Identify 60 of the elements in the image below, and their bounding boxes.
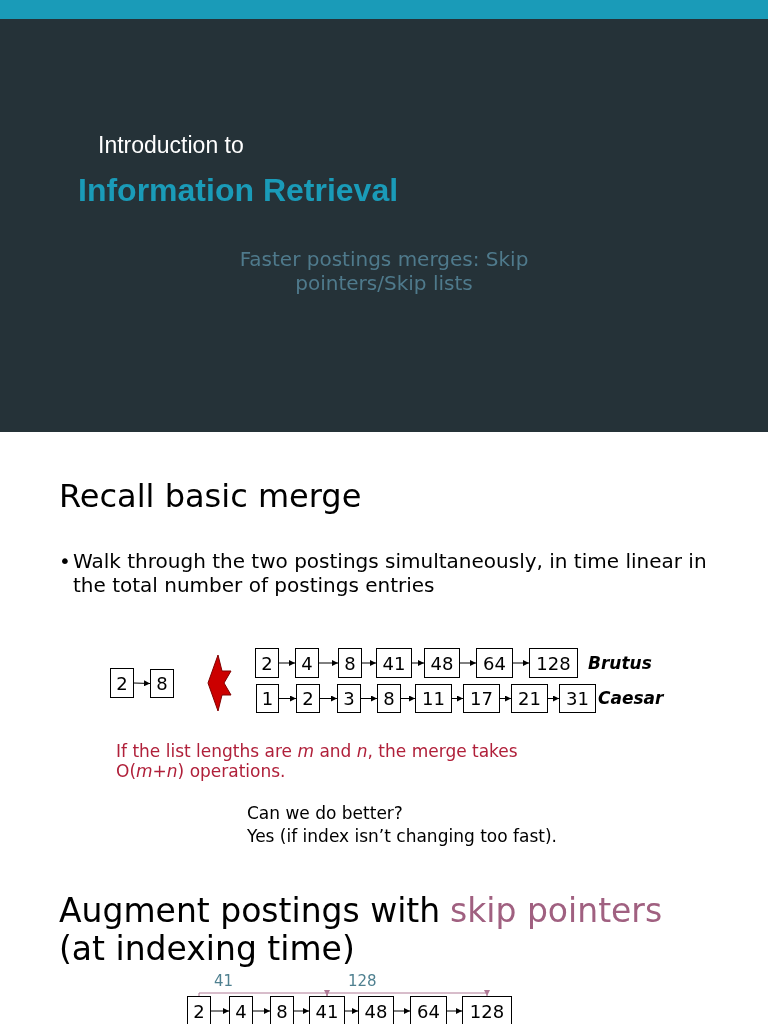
arrow — [512, 660, 530, 666]
posting-box: 4 — [295, 648, 319, 678]
subtitle-text: Introduction to — [98, 132, 245, 159]
heading-text: (at indexing time) — [59, 929, 356, 968]
list-label: Caesar — [598, 688, 665, 708]
arrow — [499, 695, 512, 702]
posting-box: 2 — [296, 684, 320, 713]
arrow — [293, 1008, 310, 1014]
bullet-text: Walk through the two postings simultaneously, in time linear in the total number of postings entries — [73, 549, 708, 597]
arrow — [360, 695, 378, 702]
arrow — [451, 695, 464, 702]
posting-box: 2 — [187, 996, 211, 1024]
arrow — [393, 1008, 411, 1014]
posting-box: 41 — [309, 996, 345, 1024]
heading-text: skip pointers — [450, 891, 663, 930]
heading-text: Recall basic merge — [59, 477, 363, 515]
heading-text: Augment postings with — [59, 891, 441, 930]
list-label: Brutus — [588, 653, 653, 673]
posting-box: 21 — [511, 684, 548, 713]
posting-box: 48 — [424, 648, 460, 678]
skip-pointer — [326, 990, 490, 997]
title-text: Information Retrieval — [78, 172, 400, 209]
posting-box: 41 — [376, 648, 412, 678]
posting-box: 8 — [377, 684, 401, 713]
question-text: Can we do better? — [247, 803, 404, 823]
posting-box: 2 — [110, 668, 134, 698]
posting-box: 48 — [358, 996, 394, 1024]
note-text: If the list lengths are m and n, the merge takes O(m+n) operations. — [116, 741, 519, 781]
posting-box: 64 — [410, 996, 447, 1024]
posting-box: 8 — [338, 648, 362, 678]
skip-pointer — [198, 990, 330, 997]
posting-box: 1 — [256, 684, 279, 713]
arrow — [252, 1008, 271, 1014]
posting-box: 11 — [415, 684, 452, 713]
answer-text: Yes (if index isn’t changing too fast). — [247, 826, 558, 846]
arrow — [210, 1008, 230, 1014]
posting-box: 31 — [559, 684, 596, 713]
arrow — [344, 1008, 359, 1014]
arrow — [459, 660, 477, 666]
bullet-icon: • — [59, 549, 71, 573]
posting-box: 2 — [255, 648, 279, 678]
posting-box: 4 — [229, 996, 253, 1024]
arrow — [318, 660, 339, 666]
posting-box: 17 — [463, 684, 500, 713]
posting-box: 128 — [462, 996, 512, 1024]
arrow — [278, 660, 296, 666]
arrow — [319, 695, 338, 702]
arrow — [547, 695, 560, 702]
posting-box: 8 — [270, 996, 294, 1024]
posting-box: 3 — [337, 684, 361, 713]
posting-box: 64 — [476, 648, 513, 678]
posting-box: 8 — [150, 669, 174, 698]
posting-box: 128 — [529, 648, 578, 678]
arrow — [133, 680, 151, 687]
arrow — [400, 695, 416, 702]
arrow — [446, 1008, 463, 1014]
arrow — [361, 660, 377, 666]
subtitle-text: Faster postings merges: Skip pointers/Skip lists — [238, 247, 530, 295]
arrow — [278, 695, 297, 702]
arrow — [411, 660, 425, 666]
